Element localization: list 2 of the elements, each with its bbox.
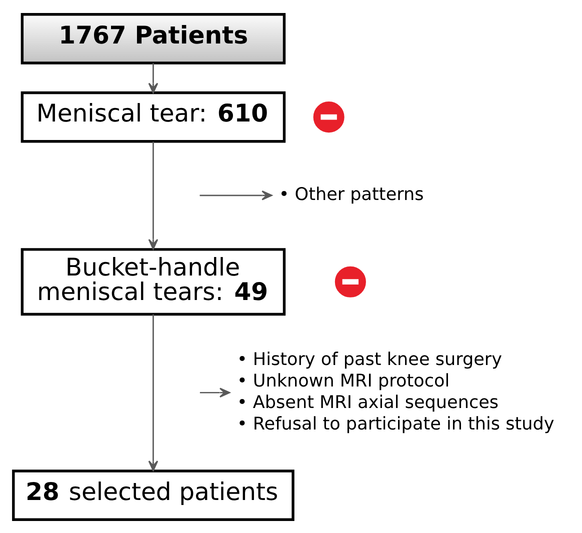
node-text: • Other patterns	[278, 184, 424, 204]
node-text: • History of past knee surgery • Unknown MRI protocol • Absent MRI axial sequences • Refusal to participate in this study	[236, 349, 554, 434]
